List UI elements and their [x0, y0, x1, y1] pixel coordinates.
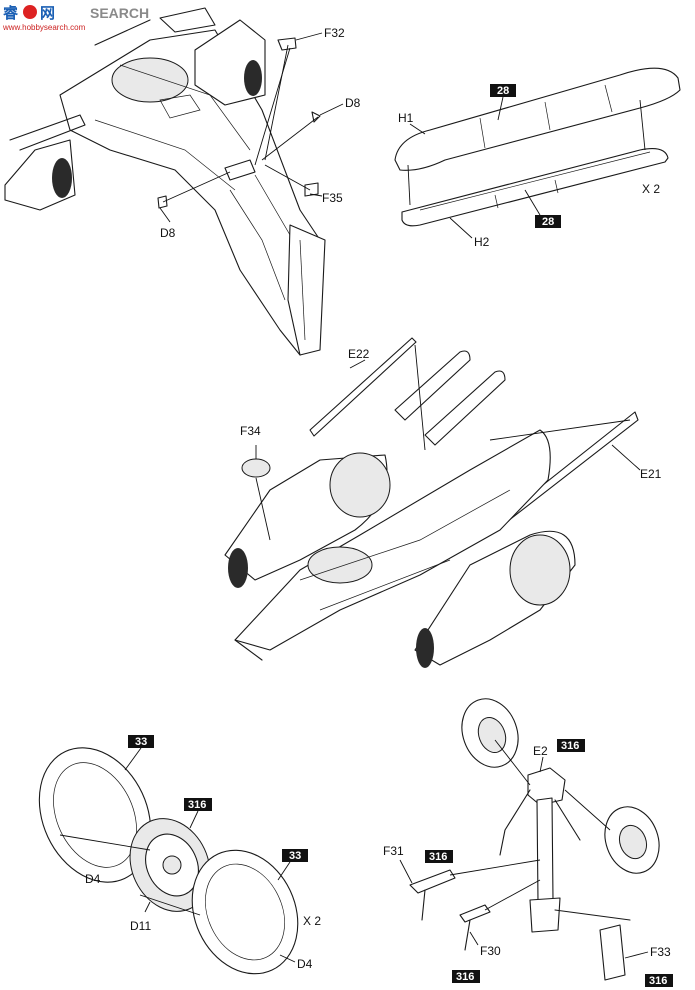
watermark-brand: SEARCH: [90, 5, 149, 21]
part-f32: [277, 37, 297, 51]
tag-316-f33: [645, 974, 673, 987]
label-x2-wheel: X 2: [303, 914, 321, 928]
panel-main-wheel: 33 316 33 D4 D11 X 2 D4: [38, 735, 321, 975]
label-f30: F30: [480, 944, 501, 958]
label-e21: E21: [640, 467, 662, 481]
panel-nose-gear: 316 316 316 316 E2 F31 F30 F33: [383, 698, 673, 987]
watermark-cn-char: 睿: [3, 4, 19, 22]
label-e2: E2: [533, 744, 548, 758]
watermark-logo: 睿 网 SEARCH www.hobbysearch.com: [2, 4, 149, 32]
tag-33-front-text: 33: [289, 850, 301, 862]
tag-28-lower-text: 28: [542, 216, 554, 228]
tag-316-f30: [452, 970, 480, 983]
label-d11: D11: [130, 919, 151, 933]
panel-upper-fuselage: F32 D8 F35 D8: [4, 7, 361, 356]
tag-316-hub-text: 316: [188, 799, 206, 811]
tag-316-e2-text: 316: [561, 740, 579, 752]
part-f34: [241, 458, 271, 478]
label-h2: H2: [474, 235, 490, 249]
label-d8-left: D8: [160, 226, 176, 240]
tag-33-front: [282, 849, 308, 862]
tag-316-hub: [184, 798, 212, 811]
label-f33: F33: [650, 945, 671, 959]
label-f34: F34: [240, 424, 261, 438]
label-d4-back: D4: [85, 872, 101, 886]
tag-28-upper-text: 28: [497, 85, 509, 97]
tag-316-f31-text: 316: [429, 851, 447, 863]
watermark-site: www.hobbysearch.com: [2, 23, 86, 32]
tag-316-f30-text: 316: [456, 971, 474, 983]
label-d4-front: D4: [297, 957, 313, 971]
part-e22: [309, 337, 417, 437]
tag-28-lower: [535, 215, 561, 228]
label-e22: E22: [348, 347, 370, 361]
label-h1: H1: [398, 111, 414, 125]
tag-316-f31: [425, 850, 453, 863]
label-d8-right: D8: [345, 96, 361, 110]
tag-28-upper: [490, 84, 516, 97]
tag-316-e2: [557, 739, 585, 752]
panel-fuselage-assembly: E22 F34 E21: [224, 337, 662, 668]
tag-316-f33-text: 316: [649, 975, 667, 987]
panel-drop-tank: H1 H2 X 2 28 28: [394, 67, 681, 249]
tag-33-back-text: 33: [135, 736, 147, 748]
label-f32: F32: [324, 26, 345, 40]
label-f31: F31: [383, 844, 404, 858]
watermark-emblem-icon: [23, 5, 37, 19]
label-f35: F35: [322, 191, 343, 205]
label-x2-tank: X 2: [642, 182, 660, 196]
tag-33-back: [128, 735, 154, 748]
watermark-cn-char-2: 网: [40, 4, 55, 22]
